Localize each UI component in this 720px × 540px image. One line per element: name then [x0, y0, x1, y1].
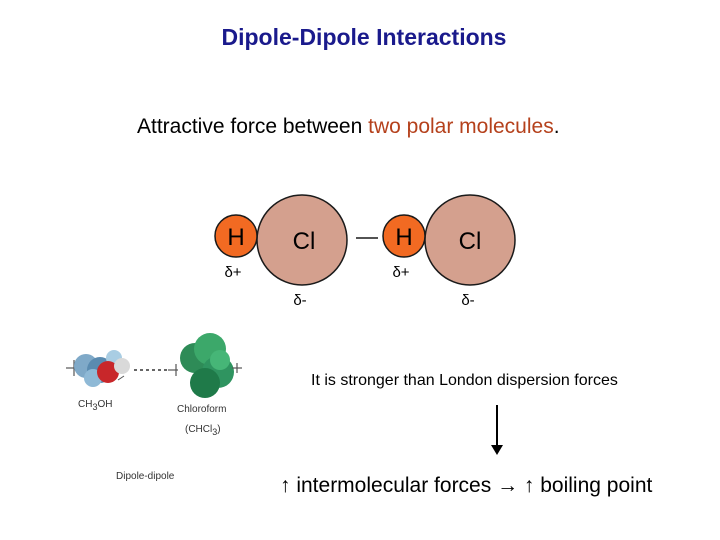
hydrogen-label-1: H — [227, 224, 244, 251]
hydrogen-atom-2 — [382, 214, 426, 258]
page-title: Dipole-Dipole Interactions — [221, 24, 507, 50]
subtitle-prefix: Attractive force between — [137, 115, 369, 138]
hydrogen-atom-1 — [214, 214, 258, 258]
chlorine-label-1: Cl — [293, 228, 316, 255]
boiling-point-conclusion: ↑ intermolecular forces → ↑ boiling poin… — [280, 474, 653, 497]
space-filling-model: CH3OH Chloroform (CHCl3) Dipole-dipole — [66, 333, 242, 482]
delta-plus-1: δ+ — [224, 264, 241, 281]
chloroform-label: Chloroform — [177, 404, 226, 415]
subtitle-suffix: . — [553, 115, 560, 138]
strength-note: It is stronger than London dispersion fo… — [311, 372, 618, 389]
hcl-molecule-1: H Cl δ+ δ- — [214, 194, 348, 309]
hydrogen-label-2: H — [395, 224, 412, 251]
chlorine-label-2: Cl — [459, 228, 482, 255]
delta-minus-2: δ- — [461, 292, 474, 309]
chloroform-model — [168, 333, 242, 398]
delta-minus-1: δ- — [293, 292, 306, 309]
hcl-molecule-2: H Cl δ+ δ- — [382, 194, 516, 309]
delta-plus-2: δ+ — [392, 264, 409, 281]
subtitle-highlight: two polar molecules — [368, 115, 554, 138]
model-caption: Dipole-dipole — [116, 471, 175, 482]
methanol-model — [66, 350, 130, 387]
chloroform-formula: (CHCl3) — [185, 424, 221, 437]
methanol-label: CH3OH — [78, 399, 112, 412]
subtitle: Attractive force between two polar molec… — [137, 115, 560, 139]
down-arrow-icon — [491, 405, 503, 455]
